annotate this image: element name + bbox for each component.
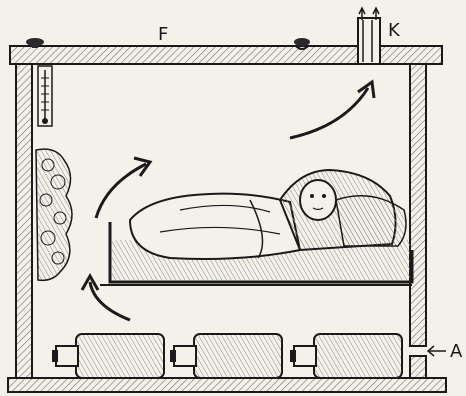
pillow <box>336 196 406 246</box>
hot-water-bottle-2 <box>170 334 282 378</box>
inlet-arrow <box>428 346 446 356</box>
label-ventilator-k: K <box>388 20 401 41</box>
infant-head <box>300 180 336 220</box>
left-wall <box>16 64 32 378</box>
moist-sponge <box>36 149 72 280</box>
hot-water-bottle-3 <box>290 334 402 378</box>
ventilator-k <box>358 8 380 64</box>
hot-water-bottle-1 <box>52 334 164 378</box>
label-board-f: F <box>158 24 168 45</box>
label-inlet-a: A <box>450 341 463 362</box>
airflow-arrow-upper-right <box>290 82 374 138</box>
bottom-board <box>8 378 446 392</box>
right-wall <box>410 64 426 378</box>
thermometer <box>38 66 52 126</box>
